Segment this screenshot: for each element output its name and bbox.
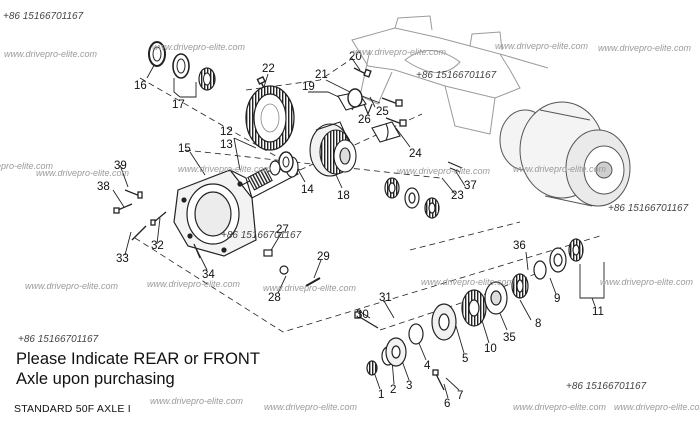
watermark: www.drivepro-elite.com — [36, 168, 130, 178]
watermark: www.drivepro-elite.com — [0, 161, 54, 171]
callout-30: 30 — [356, 309, 369, 321]
phone-number: +86 15166701167 — [566, 381, 647, 392]
adjuster-ring — [347, 88, 363, 108]
callout-4: 4 — [424, 360, 431, 372]
watermark: www.drivepro-elite.com — [178, 164, 272, 174]
callout-13: 13 — [220, 139, 233, 151]
watermark: www.drivepro-elite.com — [495, 41, 589, 51]
purchase-note-line-1: Please Indicate REAR or FRONT — [16, 350, 260, 368]
callout-26: 26 — [358, 114, 371, 126]
callout-29: 29 — [317, 251, 330, 263]
callout-19: 19 — [302, 81, 315, 93]
watermark: www.drivepro-elite.com — [614, 402, 700, 412]
callout-14: 14 — [301, 184, 314, 196]
watermark: www.drivepro-elite.com — [150, 396, 244, 406]
pinion-seal — [148, 41, 166, 67]
callout-1: 1 — [378, 389, 384, 401]
callout-16: 16 — [134, 80, 147, 92]
bolt-6-7 — [432, 369, 445, 391]
diagram-footer-label: STANDARD 50F AXLE I — [14, 403, 131, 415]
callout-38: 38 — [97, 181, 110, 193]
callout-36: 36 — [513, 240, 526, 252]
callout-9: 9 — [554, 293, 560, 305]
callout-32: 32 — [151, 240, 164, 252]
watermark: www.drivepro-elite.com — [25, 281, 119, 291]
pinion-bearing-14 — [269, 151, 294, 176]
cotter-26 — [363, 103, 373, 116]
watermark: www.drivepro-elite.com — [397, 166, 491, 176]
fill-plug — [263, 249, 321, 287]
callout-23: 23 — [451, 190, 464, 202]
watermarks: www.drivepro-elite.com www.drivepro-elit… — [0, 41, 700, 412]
callout-11: 11 — [592, 306, 604, 318]
axle-gear-set — [408, 238, 584, 345]
callout-33: 33 — [116, 253, 129, 265]
watermark: www.drivepro-elite.com — [152, 42, 246, 52]
watermark: www.drivepro-elite.com — [4, 49, 98, 59]
watermark: www.drivepro-elite.com — [513, 164, 607, 174]
watermark: www.drivepro-elite.com — [147, 279, 241, 289]
phone-number: +86 15166701167 — [221, 230, 302, 241]
callout-27: 27 — [276, 224, 289, 236]
bearing-cap-24 — [371, 121, 401, 143]
callout-3: 3 — [406, 380, 412, 392]
callout-28: 28 — [268, 292, 281, 304]
cotter-37 — [447, 161, 463, 173]
pinion-bearing-cups — [172, 53, 216, 91]
studs — [113, 189, 167, 241]
phone-number: +86 15166701167 — [18, 334, 99, 345]
phone-number: +86 15166701167 — [608, 203, 689, 214]
watermark: www.drivepro-elite.com — [513, 402, 607, 412]
differential-case — [309, 121, 357, 177]
callout-15: 15 — [178, 143, 191, 155]
callout-7: 7 — [457, 390, 463, 402]
watermark: www.drivepro-elite.com — [353, 47, 447, 57]
purchase-note: Please Indicate REAR or FRONT Axle upon … — [16, 349, 260, 389]
watermark: www.drivepro-elite.com — [421, 277, 515, 287]
phone-watermarks: +86 15166701167 +86 15166701167 +86 1516… — [3, 11, 689, 392]
bolt-30 — [354, 311, 379, 329]
phone-number: +86 15166701167 — [3, 11, 84, 22]
carrier-housing — [173, 169, 257, 257]
bolts-25 — [381, 97, 407, 127]
callout-20: 20 — [349, 51, 362, 63]
callout-18: 18 — [337, 190, 350, 202]
callout-24: 24 — [409, 148, 422, 160]
ring-gear — [245, 85, 295, 151]
callout-2: 2 — [390, 384, 396, 396]
purchase-note-line-2: Axle upon purchasing — [16, 370, 175, 388]
side-bearings — [384, 177, 440, 219]
callout-6: 6 — [444, 398, 450, 410]
callout-5: 5 — [462, 353, 468, 365]
callout-39: 39 — [114, 160, 127, 172]
watermark: www.drivepro-elite.com — [263, 283, 357, 293]
callout-10: 10 — [484, 343, 497, 355]
ghost-wheel-hub — [499, 101, 631, 207]
watermark: www.drivepro-elite.com — [264, 402, 358, 412]
callout-17: 17 — [172, 99, 185, 111]
watermark: www.drivepro-elite.com — [600, 277, 694, 287]
callout-34: 34 — [202, 269, 215, 281]
flange-nut-washer — [366, 337, 407, 376]
callout-35: 35 — [503, 332, 516, 344]
breather-34 — [193, 243, 201, 259]
bolt-20 — [353, 67, 372, 78]
callout-labels: 1 2 3 4 5 6 7 8 9 10 11 12 13 14 15 16 1… — [97, 51, 604, 410]
callout-12: 12 — [220, 126, 233, 138]
callout-25: 25 — [376, 106, 389, 118]
callout-8: 8 — [535, 318, 541, 330]
callout-37: 37 — [464, 180, 477, 192]
watermark: www.drivepro-elite.com — [598, 43, 692, 53]
callout-21: 21 — [315, 69, 328, 81]
callout-22: 22 — [262, 63, 275, 75]
phone-number: +86 15166701167 — [416, 70, 497, 81]
callout-31: 31 — [379, 292, 392, 304]
leader-lines — [112, 56, 605, 399]
